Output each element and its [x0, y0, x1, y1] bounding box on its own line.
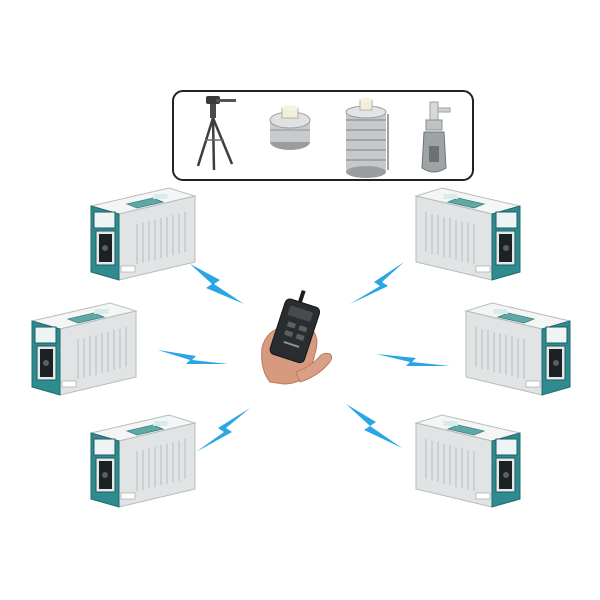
- wireless-signal-icon-bottom-right: [346, 404, 402, 448]
- sampler-mid-right: [465, 302, 571, 396]
- sampler-top-left: [90, 187, 196, 281]
- accessories-frame: [172, 90, 474, 181]
- wireless-signal-icon-mid-left: [158, 350, 228, 364]
- sampler-top-right: [415, 187, 521, 281]
- sampler-mid-left: [31, 302, 137, 396]
- sampler-bottom-left: [90, 414, 196, 508]
- wireless-signal-icon-bottom-left: [196, 408, 250, 452]
- six-stage-impactor-icon: [345, 97, 389, 178]
- wireless-signal-icon-top-left: [190, 264, 244, 304]
- wireless-signal-icon-mid-right: [376, 354, 450, 366]
- liquid-impinger-icon: [421, 101, 451, 173]
- sampler-bottom-right: [415, 414, 521, 508]
- single-stage-impactor-icon: [269, 105, 311, 150]
- tripod-icon: [196, 96, 236, 171]
- wireless-remote-control: [269, 289, 321, 364]
- wireless-signal-icon-top-right: [350, 262, 404, 304]
